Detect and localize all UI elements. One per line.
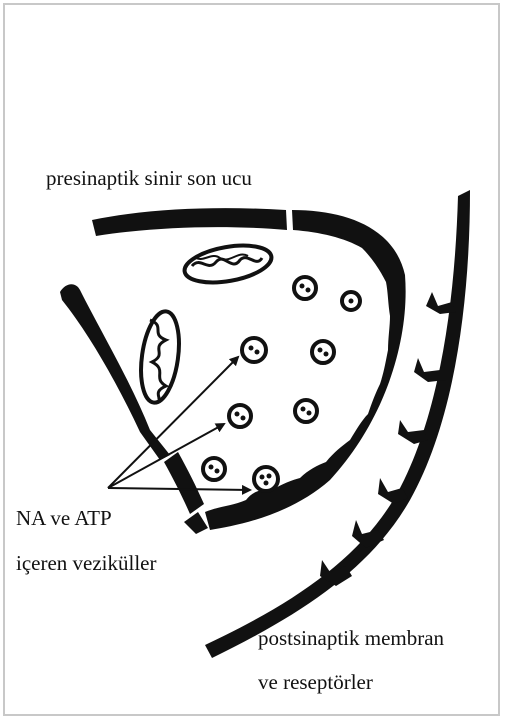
vesicle bbox=[242, 338, 266, 362]
postsynaptic-label-line1: postsinaptik membran bbox=[258, 628, 444, 649]
vesicles-label-line2: içeren veziküller bbox=[16, 553, 157, 574]
mitochondrion-left bbox=[136, 309, 184, 405]
vesicle bbox=[229, 405, 251, 427]
mitochondrion-upper bbox=[182, 240, 275, 289]
presynaptic-label: presinaptik sinir son ucu bbox=[46, 168, 252, 189]
vesicle bbox=[342, 292, 360, 310]
vesicle bbox=[254, 467, 278, 491]
presynaptic-membrane-fragment bbox=[164, 452, 204, 514]
vesicle bbox=[294, 277, 316, 299]
receptor bbox=[398, 420, 428, 444]
vesicle bbox=[295, 400, 317, 422]
presynaptic-membrane-top-left bbox=[92, 208, 287, 236]
postsynaptic-label-line2: ve reseptörler bbox=[258, 672, 373, 693]
vesicle bbox=[312, 341, 334, 363]
vesicle bbox=[203, 458, 225, 480]
vesicles-label-line1: NA ve ATP bbox=[16, 508, 112, 529]
arrow-to-vesicle bbox=[108, 488, 250, 490]
presynaptic-membrane-fragment-2 bbox=[184, 512, 208, 534]
